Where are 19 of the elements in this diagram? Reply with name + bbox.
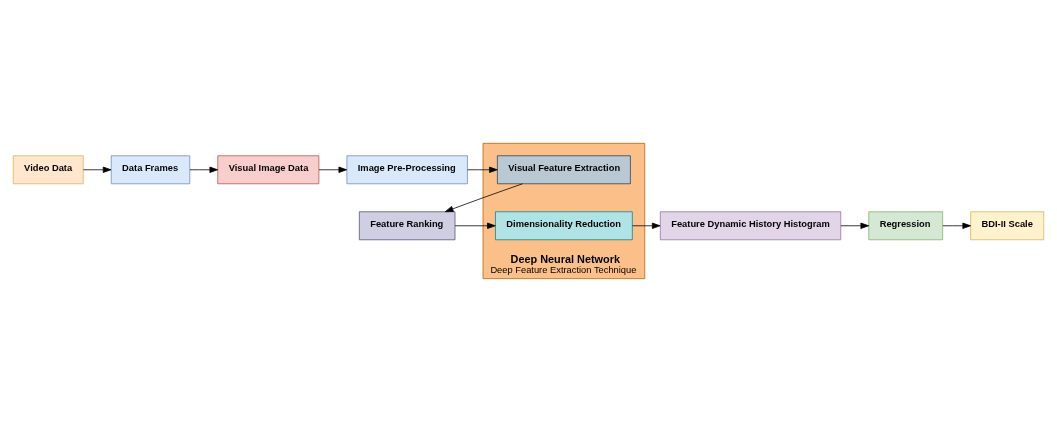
node-box: Visual Feature Extraction — [497, 154, 631, 184]
node-box: BDI-II Scale — [970, 210, 1045, 240]
node-box: Image Pre-Processing — [346, 154, 468, 184]
node-box: Data Frames — [110, 154, 191, 184]
arrow — [318, 166, 348, 173]
node-box: Visual Image Data — [217, 154, 320, 184]
node-box: Regression — [868, 210, 944, 240]
arrow — [454, 222, 496, 229]
arrow — [632, 222, 661, 229]
arrow — [467, 166, 498, 173]
node-box: Feature Ranking — [358, 210, 456, 240]
node-box: Feature Dynamic History Histogram — [659, 210, 842, 240]
arrow — [840, 222, 870, 229]
arrow — [444, 182, 523, 212]
node-box: Dimensionality Reduction — [495, 210, 633, 240]
arrow — [189, 166, 218, 173]
arrow — [83, 166, 112, 173]
node-box: Video Data — [12, 154, 84, 184]
arrow — [942, 222, 971, 229]
